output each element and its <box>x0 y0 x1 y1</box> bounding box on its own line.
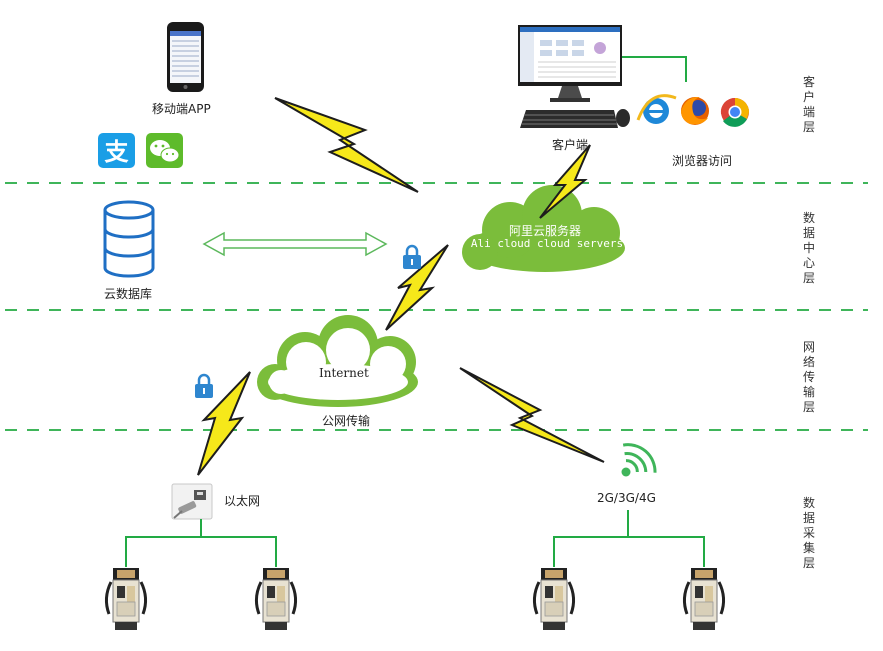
database-icon <box>103 200 155 278</box>
monitor-browser-link <box>622 56 687 82</box>
lightning-bolt-ethernet <box>197 371 251 476</box>
lightning-bolt-cloud-internet <box>385 244 449 331</box>
desktop-computer-icon <box>518 25 630 128</box>
aliyun-cn-label: 阿里云服务器 <box>508 224 581 238</box>
layer-label-client: 客户端层 <box>802 75 815 134</box>
lightning-bolt-app <box>274 97 419 193</box>
mobile-network-label: 2G/3G/4G <box>597 491 656 505</box>
mobile-app-label: 移动端APP <box>152 102 211 116</box>
layer-label-datacenter: 数据中心层 <box>802 211 815 285</box>
wechat-icon <box>146 133 183 168</box>
charging-pile-icon <box>254 566 298 632</box>
ethernet-port-icon <box>171 483 213 520</box>
ie-icon <box>636 94 677 124</box>
svg-text:支: 支 <box>105 138 130 166</box>
layer-label-network: 网络传输层 <box>802 340 815 414</box>
alipay-icon: 支 <box>98 133 135 168</box>
lock-icon <box>403 244 421 269</box>
lightning-bolt-client <box>539 144 591 219</box>
charging-pile-icon <box>104 566 148 632</box>
public-network-label: 公网传输 <box>322 414 371 428</box>
cloud-database-label: 云数据库 <box>104 287 153 301</box>
wireless-signal-icon <box>621 443 657 477</box>
internet-label: Internet <box>319 366 369 380</box>
aliyun-en-label: Ali cloud cloud servers <box>470 237 624 250</box>
aliyun-cloud-shape <box>462 185 625 272</box>
layer-label-acquisition: 数据采集层 <box>802 496 815 570</box>
browser-access-label: 浏览器访问 <box>672 154 733 168</box>
smartphone-icon <box>167 22 204 92</box>
firefox-icon <box>681 96 709 125</box>
lightning-bolt-mobile <box>459 367 605 463</box>
client-label: 客户端 <box>552 138 589 152</box>
bidirectional-arrow-icon <box>202 231 388 257</box>
acquisition-links <box>125 510 705 567</box>
charging-pile-icon <box>682 566 726 632</box>
lightning-bolts <box>197 97 605 476</box>
lock-icon <box>195 373 213 398</box>
chrome-icon <box>720 97 749 127</box>
layer-dividers <box>5 182 868 431</box>
ethernet-label: 以太网 <box>224 494 261 508</box>
charging-pile-icon <box>532 566 576 632</box>
internet-cloud-shape <box>257 315 418 407</box>
